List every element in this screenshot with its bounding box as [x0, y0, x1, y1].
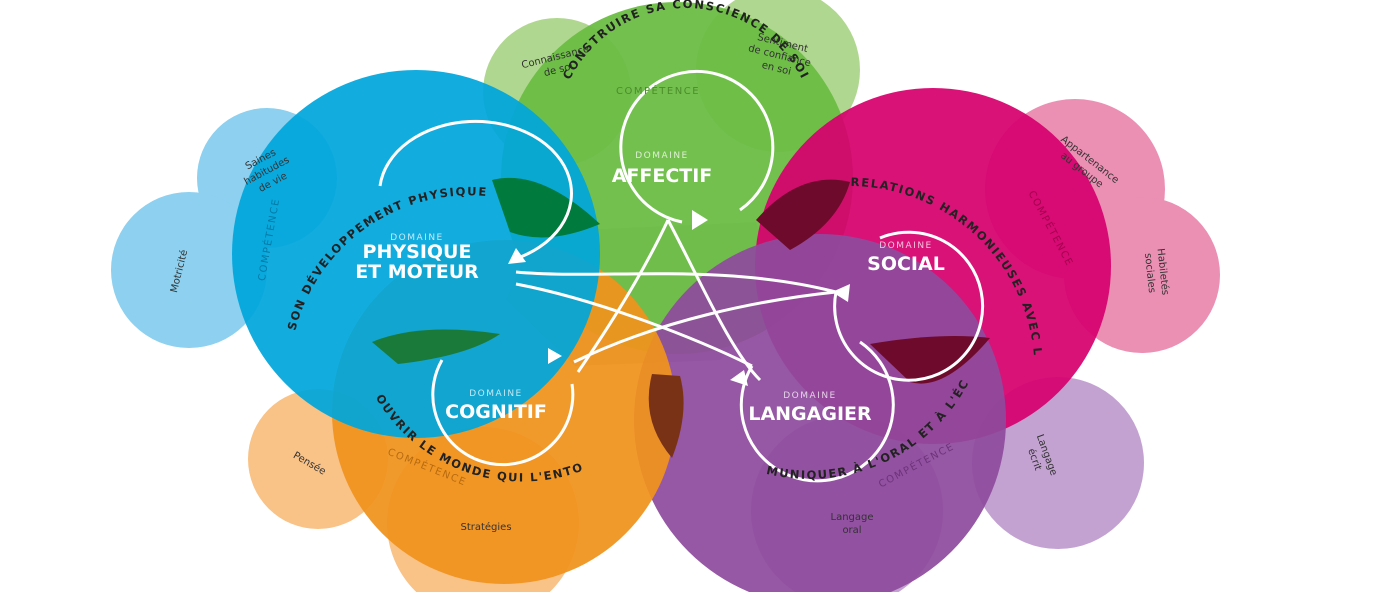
inner-rings [378, 69, 985, 483]
sub-label-habiletes-line2: sociales [1142, 253, 1157, 294]
domain-name-affectif: AFFECTIF [612, 165, 713, 187]
arrow-affectif [692, 210, 708, 230]
line-physique-social [515, 270, 837, 294]
overlap-langagier-cognitif [648, 374, 684, 458]
competence-label-affectif: COMPÉTENCE [616, 84, 700, 97]
sub-label-langage-oral-line2: oral [842, 525, 861, 536]
line-physique-langagier [515, 282, 753, 368]
domain-circle-langagier [634, 234, 1006, 592]
ring-arrowheads [508, 210, 850, 386]
sub-label-habiletes-line1: Habiletés [1155, 248, 1172, 296]
domain-circles [232, 2, 1111, 592]
ring-cognitif [431, 359, 575, 467]
domain-name-langagier: LANGAGIER [748, 403, 872, 425]
sub-label-strategies: Stratégies [460, 521, 511, 533]
overlap-accents [372, 177, 990, 458]
domain-name-social: SOCIAL [867, 253, 945, 275]
overlap-social-langagier [870, 336, 990, 384]
domain-titles: DOMAINE AFFECTIF DOMAINE SOCIAL DOMAINE … [355, 151, 945, 425]
ring-affectif [619, 69, 775, 224]
overlap-cognitif-physique [372, 329, 500, 364]
domain-word-langagier: DOMAINE [783, 391, 837, 401]
domain-word-affectif: DOMAINE [635, 151, 689, 161]
domain-word-social: DOMAINE [879, 241, 933, 251]
ring-physique [378, 119, 573, 262]
overlap-affectif-social [756, 179, 850, 250]
sub-label-langage-oral-line1: Langage [830, 512, 873, 523]
arrow-cognitif [548, 348, 562, 364]
interlacing-lines [515, 219, 837, 382]
line-affectif-cognitif [576, 219, 670, 373]
arrow-social [832, 284, 850, 302]
ring-social [833, 230, 985, 382]
line-cognitif-social [573, 290, 837, 364]
overlap-affectif-physique [492, 177, 600, 238]
ring-langagier [739, 340, 895, 483]
domain-name-cognitif: COGNITIF [445, 401, 547, 423]
domain-name-physique-line1: PHYSIQUE [363, 241, 472, 263]
domain-circle-physique [232, 70, 600, 438]
sub-circle-motricite [111, 192, 267, 348]
arrow-langagier [730, 370, 748, 386]
domain-name-physique-line2: ET MOTEUR [355, 261, 479, 283]
domain-word-physique: DOMAINE [390, 233, 444, 243]
domain-word-cognitif: DOMAINE [469, 389, 523, 399]
arrow-physique [508, 248, 526, 264]
